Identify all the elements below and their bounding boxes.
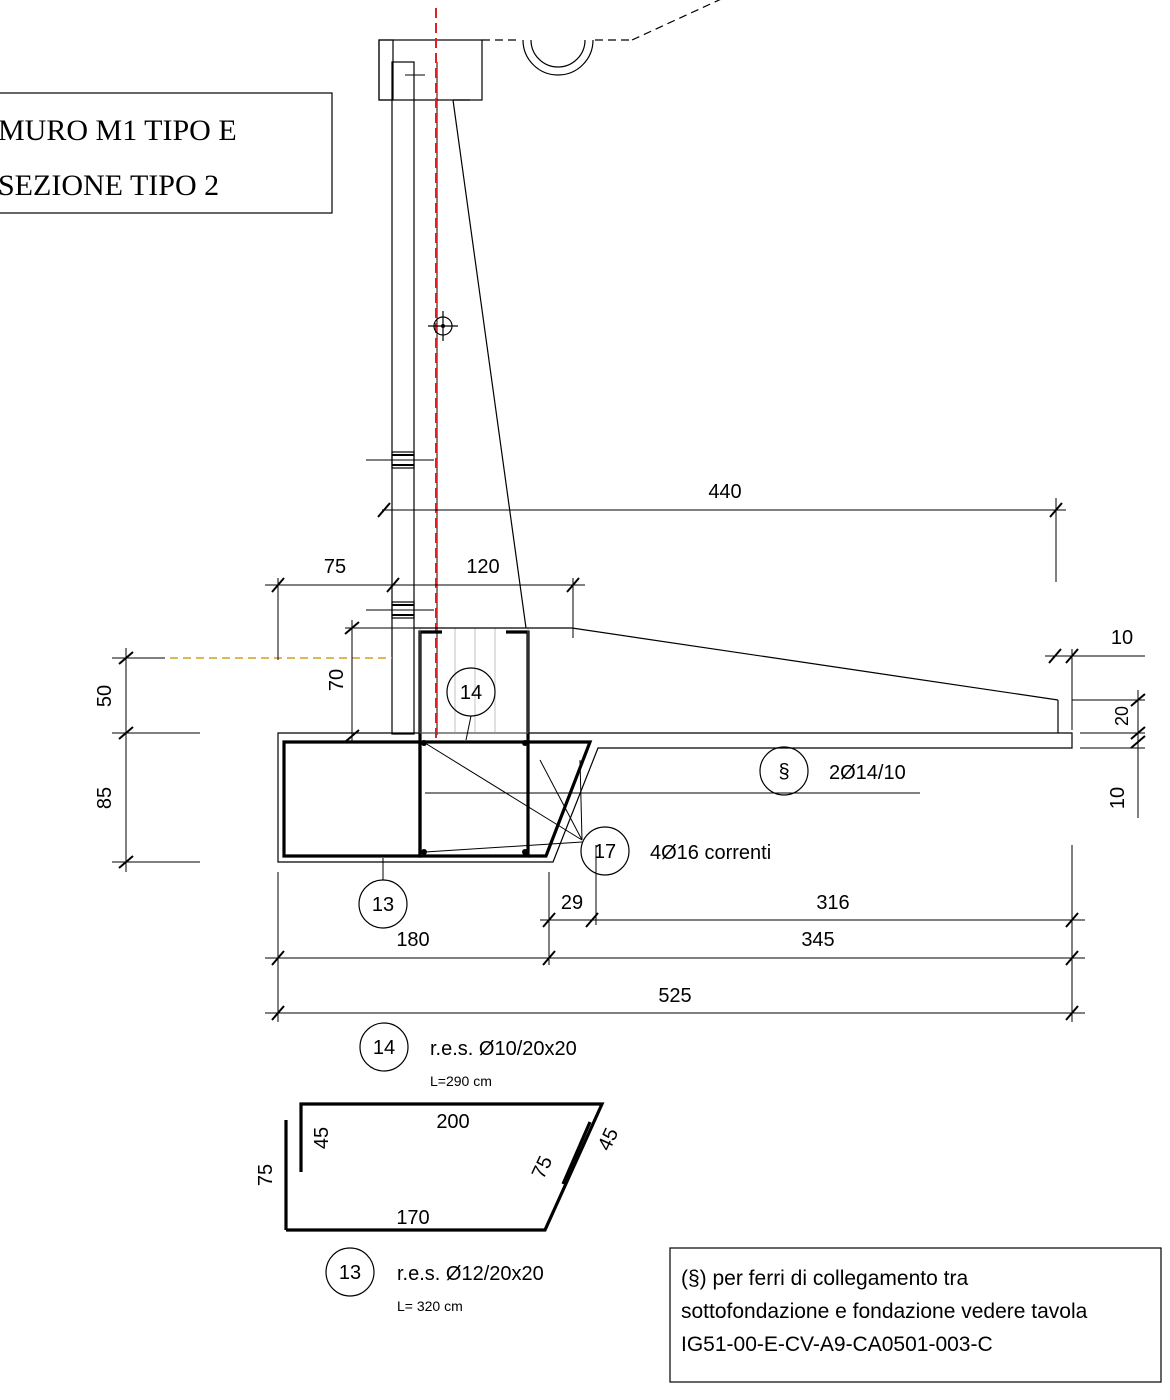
dim-440: 440	[708, 481, 741, 503]
dim-29: 29	[561, 892, 583, 914]
callout-section-text: 2Ø14/10	[829, 762, 906, 784]
dim-10-top: 10	[1111, 627, 1133, 649]
dim-75: 75	[324, 556, 346, 578]
rebar-13-right	[528, 740, 593, 858]
title-block: MURO M1 TIPO E SEZIONE TIPO 2	[0, 92, 333, 214]
title-line-1: MURO M1 TIPO E	[0, 114, 237, 147]
title-line-2: SEZIONE TIPO 2	[0, 169, 219, 202]
note-line-3: IG51-00-E-CV-A9-CA0501-003-C	[681, 1333, 993, 1356]
dim-20: 20	[1112, 706, 1132, 726]
rebar-14-right-leg	[506, 630, 530, 742]
callout-14-number: 14	[460, 682, 482, 704]
dim-525: 525	[658, 985, 691, 1007]
bar-14-number: 14	[373, 1037, 395, 1059]
shape-left-outer-75: 75	[255, 1164, 277, 1186]
callout-13: 13	[358, 858, 408, 929]
wall-top-cap	[378, 0, 721, 101]
wall-stem	[366, 61, 527, 735]
note-line-1: (§) per ferri di collegamento tra	[681, 1267, 968, 1290]
callout-14: 14	[446, 667, 496, 741]
curb-cap-edge	[378, 39, 394, 101]
rebar-bending-shape: 200 170 45 75 75 45	[255, 1102, 623, 1232]
rebar-14-box	[418, 740, 530, 858]
dim-316: 316	[816, 892, 849, 914]
callout-13-number: 13	[372, 894, 394, 916]
target-marker-icon	[428, 311, 458, 341]
callout-section: § 2Ø14/10	[759, 746, 906, 796]
foundation	[277, 627, 1073, 863]
dim-345: 345	[801, 929, 834, 951]
dim-180: 180	[396, 929, 429, 951]
note-frame	[669, 1247, 1162, 1383]
wall-stem-body	[391, 61, 415, 735]
dim-85: 85	[94, 787, 116, 809]
shape-bottom-170: 170	[396, 1207, 429, 1229]
curb-cap	[378, 39, 483, 101]
callout-17: 17 4Ø16 correnti	[580, 826, 771, 876]
callout-17-number: 17	[594, 841, 616, 863]
backfill-slope	[571, 627, 1059, 701]
dim-10-right: 10	[1107, 787, 1129, 809]
dim-70: 70	[326, 669, 348, 691]
top-dashed-diagonal	[631, 0, 721, 41]
shape-left-inner-45: 45	[311, 1127, 333, 1149]
bar-13-spec: r.e.s. Ø12/20x20	[397, 1263, 544, 1285]
dim-120: 120	[466, 556, 499, 578]
bar-13-label: 13 r.e.s. Ø12/20x20 L= 320 cm	[325, 1247, 544, 1314]
note-box: (§) per ferri di collegamento tra sottof…	[669, 1247, 1162, 1383]
bar-13-length: L= 320 cm	[397, 1298, 463, 1314]
drain-pipe-outer	[522, 39, 594, 76]
note-line-2: sottofondazione e fondazione vedere tavo…	[681, 1300, 1088, 1323]
bar-14-length: L=290 cm	[430, 1073, 492, 1089]
title-frame	[0, 92, 333, 214]
shape-right-inner-75: 75	[528, 1153, 557, 1182]
callout-17-text: 4Ø16 correnti	[650, 842, 771, 864]
bar-14-label: 14 r.e.s. Ø10/20x20 L=290 cm	[359, 1022, 577, 1089]
shape-top-200: 200	[436, 1111, 469, 1133]
dimension-lines: 440 75 120 70 50 85 10	[94, 481, 1146, 1022]
bar-14-spec: r.e.s. Ø10/20x20	[430, 1038, 577, 1060]
rebar-shape-outline	[286, 1102, 605, 1232]
bar-13-number: 13	[339, 1262, 361, 1284]
rebar-14-left-leg	[418, 630, 442, 742]
wall-taper-line	[452, 99, 527, 629]
callout-section-symbol: §	[778, 761, 789, 783]
shape-right-outer-45: 45	[594, 1125, 623, 1154]
dim-50: 50	[94, 685, 116, 707]
foundation-outline	[277, 732, 1073, 863]
drain-pipe-inner	[530, 39, 586, 68]
rebar-13-left	[282, 740, 422, 858]
